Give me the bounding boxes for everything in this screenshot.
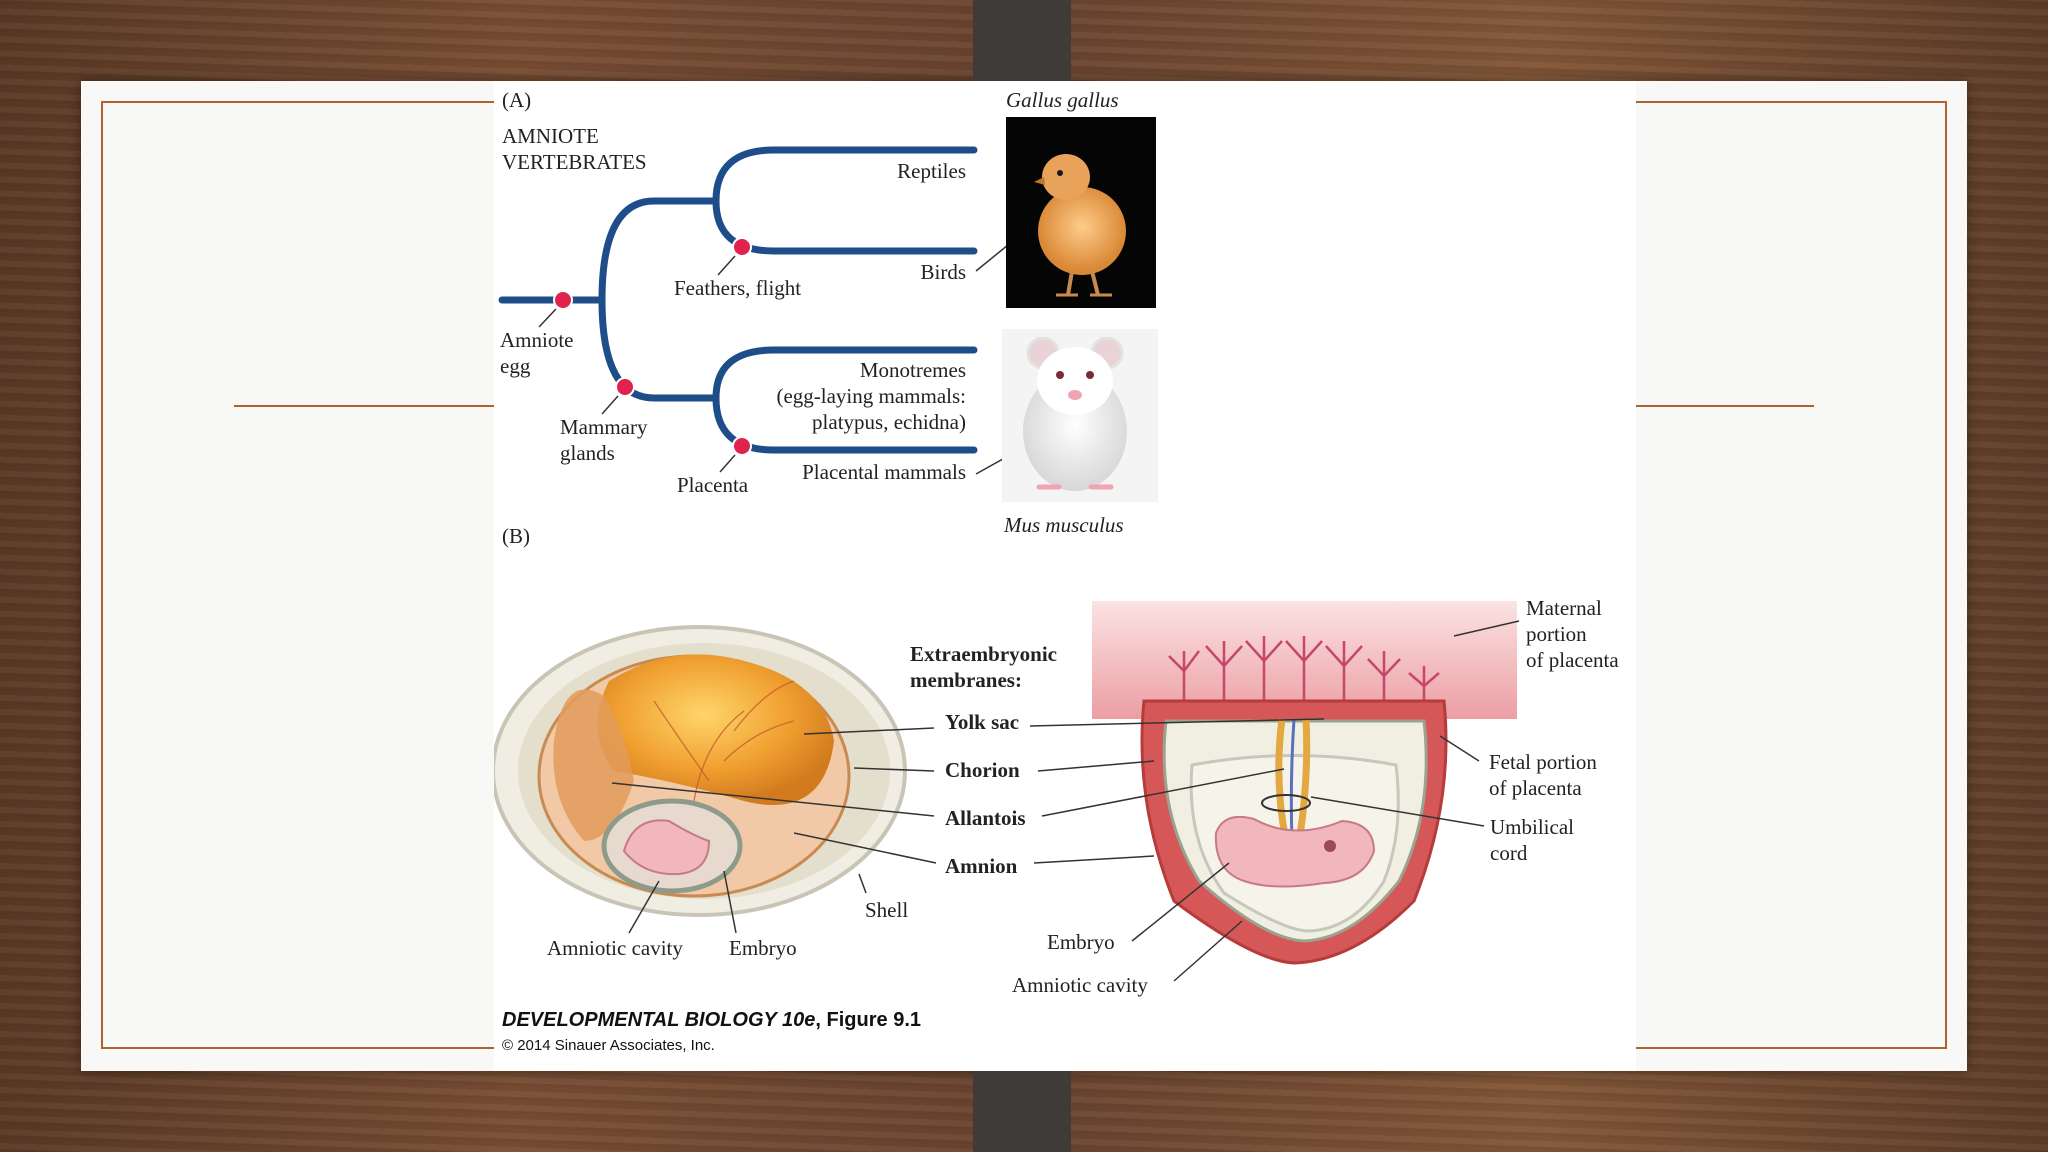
binder-strip-top	[973, 0, 1071, 84]
taxon-birds: Birds	[920, 260, 966, 284]
figure-graphics	[494, 117, 1520, 982]
egg-diagram	[494, 625, 907, 917]
label-shell: Shell	[865, 898, 909, 922]
tree-mammal-stem	[598, 296, 720, 402]
tree-branch-placentals	[712, 394, 978, 454]
tree-reptile-bird-stem	[598, 197, 720, 304]
label-maternal-1: Maternal	[1526, 596, 1602, 620]
label-maternal-3: of placenta	[1526, 648, 1619, 672]
credit-book-title: DEVELOPMENTAL BIOLOGY 10e	[502, 1009, 816, 1031]
leader-amnion-right	[1033, 855, 1155, 864]
membranes-heading-1: Extraembryonic	[910, 642, 1057, 666]
label-fetal-2: of placenta	[1489, 776, 1582, 800]
leader-amnion-left	[793, 832, 937, 864]
panel-a-label: (A)	[502, 88, 532, 112]
trait-feathers-flight: Feathers, flight	[674, 276, 802, 300]
leader-yolk-sac-right	[1029, 718, 1325, 727]
label-umbilical-2: cord	[1490, 841, 1528, 865]
leader-embryo-left	[723, 870, 737, 934]
chick-photo	[1006, 117, 1156, 308]
placenta-embryo	[1214, 815, 1376, 888]
label-allantois: Allantois	[945, 806, 1026, 830]
trait-mammary-2: glands	[560, 441, 615, 465]
figure-credit-title: DEVELOPMENTAL BIOLOGY 10e, Figure 9.1	[502, 1009, 921, 1032]
leader-chorion-left	[853, 767, 935, 772]
label-amniotic-cavity-right: Amniotic cavity	[1012, 973, 1148, 997]
leader-mammary	[601, 395, 619, 415]
trait-mammary-1: Mammary	[560, 415, 648, 439]
trait-placenta: Placenta	[677, 473, 749, 497]
taxon-monotremes-note1: (egg-laying mammals:	[776, 384, 966, 408]
node-mammary-glands	[615, 377, 635, 397]
leader-chorion-right	[1037, 760, 1155, 772]
leader-umbilical	[1310, 796, 1485, 827]
panel-b-leaders	[611, 620, 1520, 982]
node-placenta	[732, 436, 752, 456]
label-embryo-left: Embryo	[729, 936, 797, 960]
label-embryo-right: Embryo	[1047, 930, 1115, 954]
species-mus-musculus: Mus musculus	[1004, 513, 1124, 537]
mouse-photo	[1002, 329, 1158, 502]
egg-yolk-sac	[597, 654, 834, 805]
node-amniote-egg	[553, 290, 573, 310]
leader-placenta	[719, 454, 736, 473]
leader-shell	[858, 873, 867, 894]
label-amniotic-cavity-left: Amniotic cavity	[547, 936, 683, 960]
trait-amniote-egg-1: Amniote	[500, 328, 574, 352]
label-amnion: Amnion	[945, 854, 1018, 878]
leader-allantois-right	[1041, 768, 1285, 817]
label-umbilical-1: Umbilical	[1490, 815, 1574, 839]
phylogeny-tree	[498, 146, 978, 454]
figure-copyright: © 2014 Sinauer Associates, Inc.	[502, 1037, 715, 1054]
tree-branch-birds	[712, 197, 978, 255]
taxon-monotremes: Monotremes	[859, 358, 966, 382]
leader-amniote-egg	[538, 308, 557, 328]
decorative-rule-left	[234, 405, 496, 407]
label-fetal-1: Fetal portion	[1489, 750, 1597, 774]
taxon-monotremes-note2: platypus, echidna)	[812, 410, 966, 434]
tree-branch-monotremes	[712, 346, 978, 402]
taxon-placental-mammals: Placental mammals	[802, 460, 966, 484]
leader-embryo-right	[1131, 862, 1230, 942]
leader-amniotic-cavity-left	[628, 880, 660, 934]
umbilical-cord	[1275, 718, 1311, 842]
panel-b-label: (B)	[502, 524, 530, 548]
decorative-rule-right	[1634, 405, 1814, 407]
credit-figure-number: , Figure 9.1	[815, 1009, 921, 1031]
figure-9-1: (A) AMNIOTE VERTEBRATES Reptiles Birds M…	[494, 81, 1636, 1071]
egg-embryo	[622, 819, 711, 876]
tree-branch-reptiles	[712, 146, 978, 205]
label-maternal-2: portion	[1526, 622, 1587, 646]
label-yolk-sac: Yolk sac	[945, 710, 1020, 734]
egg-allantois	[553, 689, 634, 841]
label-chorion: Chorion	[945, 758, 1020, 782]
binder-strip-bottom	[973, 1060, 1071, 1152]
taxon-reptiles: Reptiles	[897, 159, 966, 183]
species-gallus-gallus: Gallus gallus	[1006, 88, 1119, 112]
tree-title-line2: VERTEBRATES	[502, 150, 647, 174]
leader-amniotic-cavity-right	[1173, 920, 1243, 982]
membranes-heading-2: membranes:	[910, 668, 1022, 692]
leader-maternal	[1453, 620, 1520, 637]
leader-allantois-left	[611, 782, 935, 817]
tree-title-line1: AMNIOTE	[502, 124, 599, 148]
placenta-diagram	[1092, 601, 1517, 965]
trait-amniote-egg-2: egg	[500, 354, 531, 378]
node-feathers-flight	[732, 237, 752, 257]
leader-feathers	[717, 255, 736, 276]
leader-yolk-sac-left	[803, 727, 935, 735]
leader-fetal	[1439, 735, 1480, 762]
